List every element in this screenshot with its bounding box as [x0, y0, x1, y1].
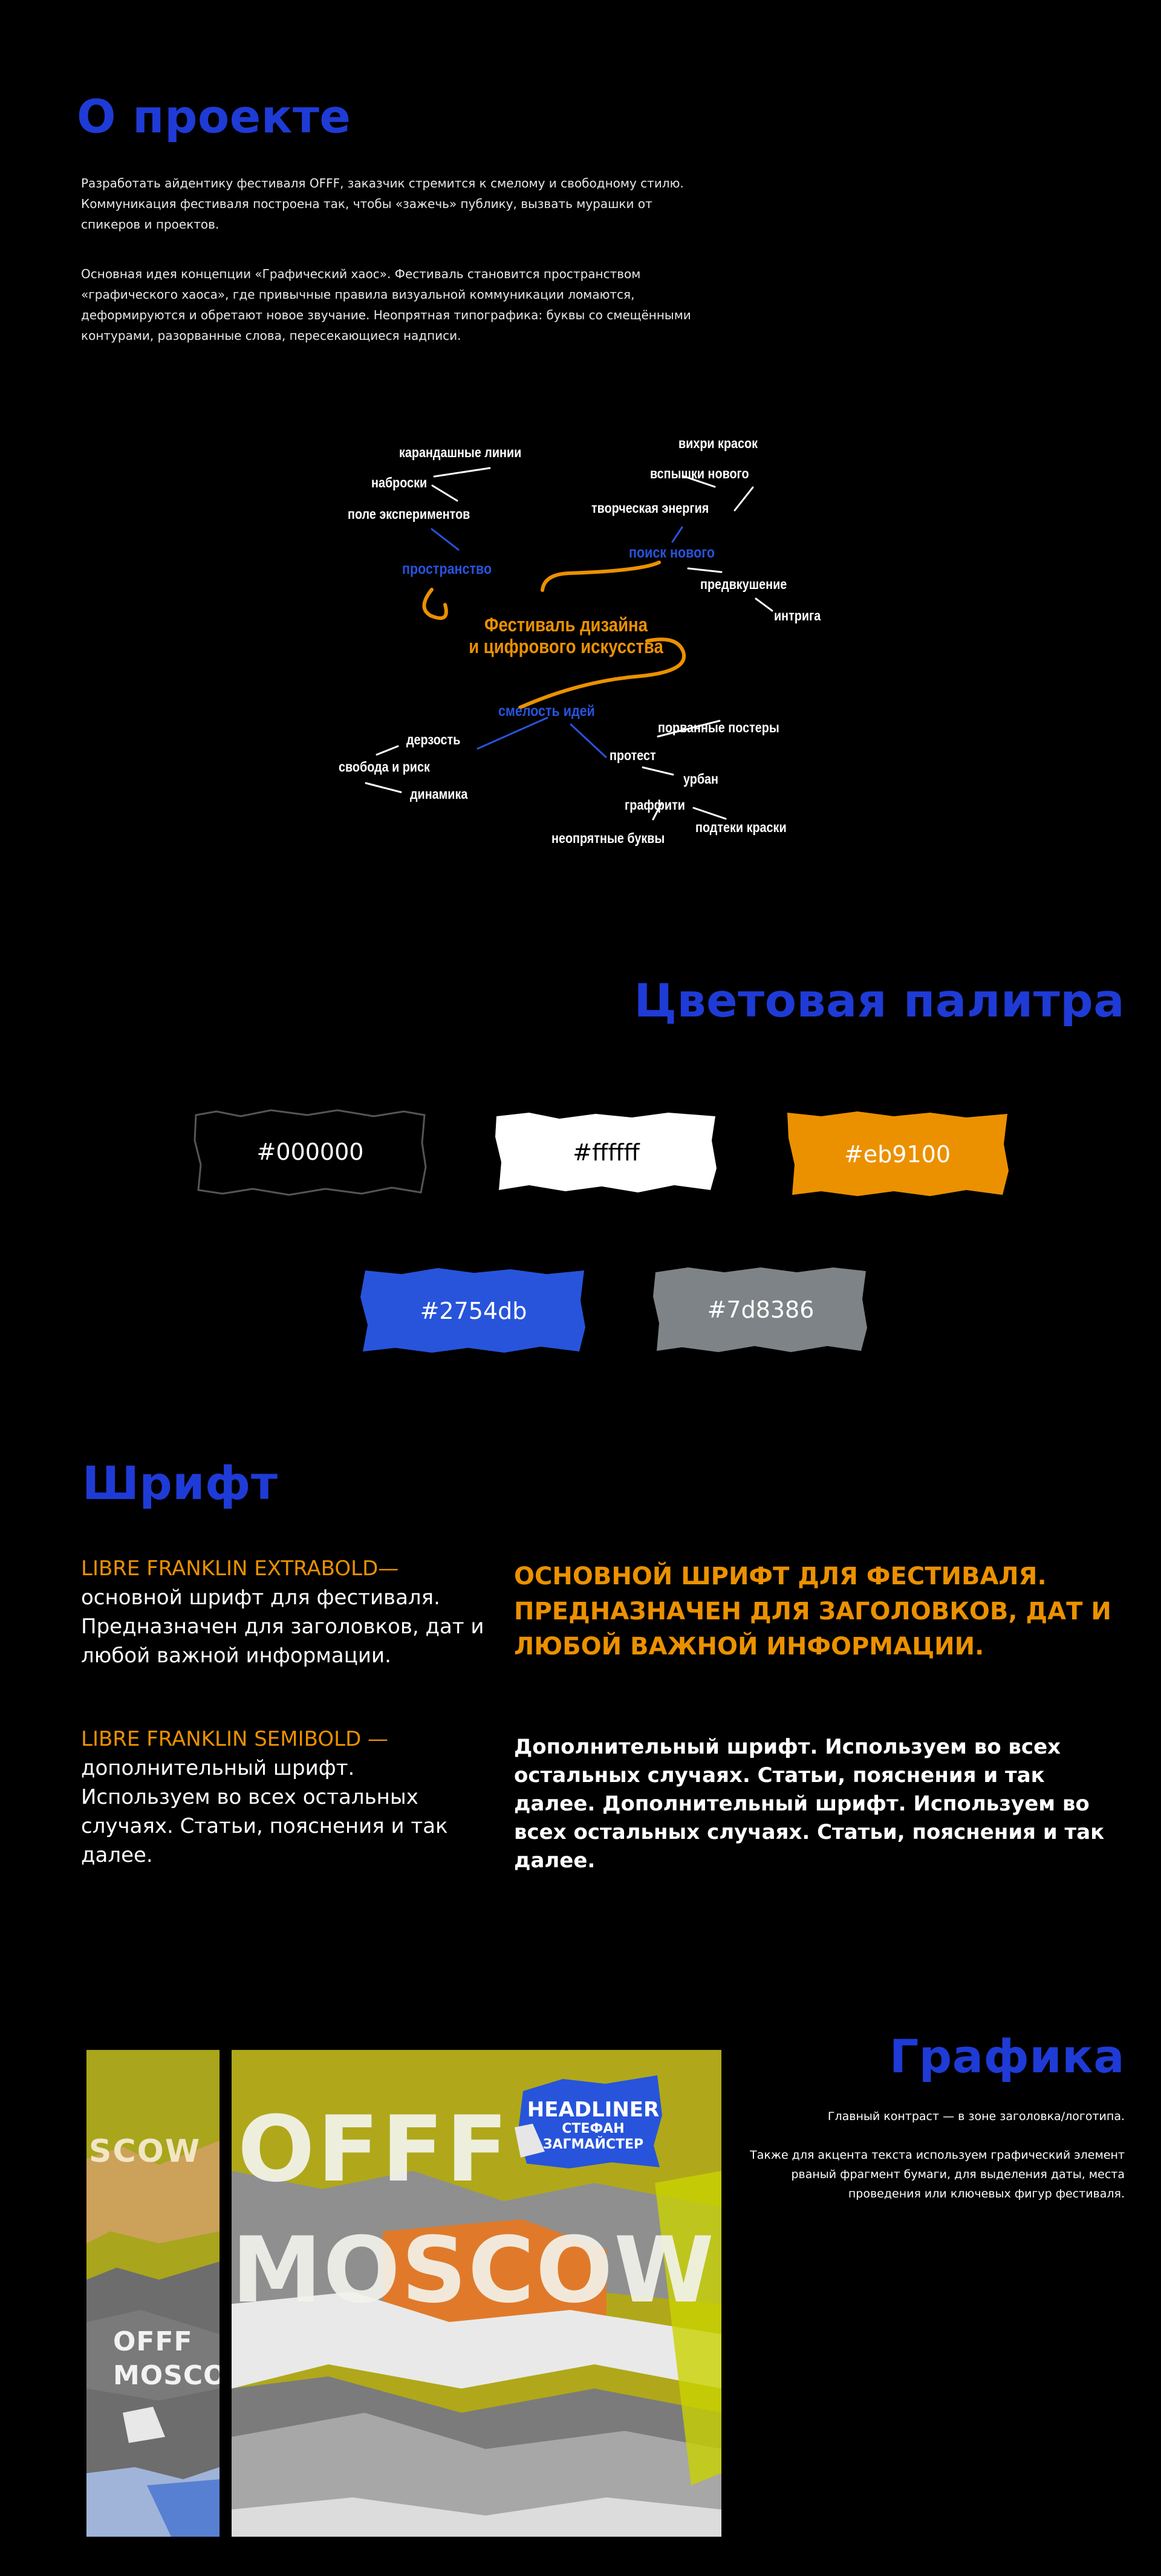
mindmap-connectors: [365, 467, 773, 821]
mindmap-word-field: поле экспериментов: [348, 506, 470, 522]
torn-paper-orange: [787, 1111, 1009, 1196]
poster-narrow-logo: OFFF MOSCO: [113, 2325, 220, 2393]
headliner-sticker-text: HEADLINER СТЕФАН ЗАГМАЙСТЕР: [527, 2098, 660, 2153]
mindmap-word-anticipation: предвкушение: [700, 576, 787, 592]
mindmap-word-swirls: вихри красок: [678, 435, 758, 451]
poster-narrow-collage: [86, 2050, 220, 2537]
about-title: О проекте: [77, 89, 351, 143]
poster-main-moscow: MOSCOW: [232, 2218, 715, 2323]
font-semibold-desc: дополнительный шрифт. Используем во всех…: [81, 1756, 448, 1867]
headliner-sticker-paper: [515, 2075, 662, 2168]
about-paragraph-1: Разработать айдентику фестиваля OFFF, за…: [81, 176, 684, 232]
torn-paper-black: [194, 1109, 427, 1196]
poster-narrow-logo-line1: OFFF: [113, 2326, 193, 2357]
palette-title: Цветовая палитра: [634, 974, 1125, 1027]
swatch-label-black: #000000: [256, 1139, 364, 1165]
mindmap-word-creative: творческая энергия: [591, 500, 709, 516]
swatch-white: #ffffff: [493, 1110, 720, 1195]
poster-narrow-top-text: SCOW: [89, 2133, 201, 2170]
mindmap-hub-protest: протест: [610, 747, 656, 763]
swatch-label-orange: #eb9100: [844, 1140, 951, 1168]
swatch-label-white: #ffffff: [573, 1139, 640, 1166]
headliner-name-line1: СТЕФАН: [562, 2121, 625, 2136]
poster-narrow: SCOW OFFF MOSCO: [86, 2050, 220, 2537]
mindmap-word-dynamics: динамика: [410, 786, 468, 802]
swatch-orange: #eb9100: [785, 1110, 1010, 1198]
swatch-label-gray: #7d8386: [707, 1296, 815, 1323]
torn-paper-white: [495, 1113, 717, 1192]
mindmap-word-urban: урбан: [683, 771, 718, 787]
mindmap-word-drips: подтеки краски: [695, 819, 787, 835]
mindmap-word-flashes: вспышки нового: [650, 466, 749, 481]
font-extrabold-description: LIBRE FRANKLIN EXTRABOLD— основной шрифт…: [81, 1554, 498, 1670]
font-extrabold-name: LIBRE FRANKLIN EXTRABOLD—: [81, 1556, 399, 1581]
mindmap-hub-space: пространство: [402, 561, 492, 577]
torn-paper-blue: [360, 1268, 585, 1353]
poster-main: OFFF MOSCOW HEADLINER СТЕФАН ЗАГМАЙСТЕР: [232, 2050, 721, 2537]
poster-main-offf: OFFF: [238, 2097, 510, 2202]
font-semibold-sample: Дополнительный шрифт. Используем во всех…: [514, 1735, 1105, 1873]
headliner-sticker: HEADLINER СТЕФАН ЗАГМАЙСТЕР: [515, 2073, 666, 2170]
graphics-paragraph-2: Также для акцента текста используем граф…: [750, 2148, 1125, 2200]
font-semibold-description: LIBRE FRANKLIN SEMIBOLD — дополнительный…: [81, 1725, 480, 1870]
mindmap-hub-search: поиск нового: [629, 544, 715, 561]
about-paragraph-2: Основная идея концепции «Графический хао…: [81, 267, 691, 343]
fonts-title: Шрифт: [82, 1456, 278, 1510]
poster-narrow-logo-line2: MOSCO: [113, 2360, 220, 2391]
swatch-blue: #2754db: [359, 1267, 588, 1355]
mindmap-hub-courage: смелость идей: [498, 703, 595, 720]
font-semibold-name: LIBRE FRANKLIN SEMIBOLD —: [81, 1727, 389, 1751]
swatch-gray: #7d8386: [652, 1265, 870, 1355]
mindmap-word-torn: порванные постеры: [658, 720, 779, 735]
mindmap-word-freedom: свобода и риск: [339, 759, 430, 775]
swatch-label-blue: #2754db: [420, 1298, 527, 1324]
graphics-paragraph-1: Главный контраст — в зоне заголовка/лого…: [827, 2110, 1125, 2123]
mindmap-center-line2: и цифрового искусства: [469, 636, 663, 657]
mindmap-word-intrigue: интрига: [774, 608, 821, 623]
headliner-name-line2: ЗАГМАЙСТЕР: [542, 2137, 644, 2152]
torn-paper-gray: [653, 1267, 867, 1352]
mindmap-word-audacity: дерзость: [406, 732, 461, 747]
mindmap-center-line1: Фестиваль дизайна: [484, 614, 648, 636]
mindmap-word-pencil: карандашные линии: [399, 444, 522, 460]
swatch-black: #000000: [192, 1107, 428, 1197]
mindmap-word-sketches: наброски: [371, 475, 428, 490]
mindmap-center: Фестиваль дизайна и цифрового искусства: [452, 614, 680, 657]
mindmap-word-messy: неопрятные буквы: [551, 830, 665, 846]
mindmap-word-graffiti: граффити: [625, 797, 685, 813]
font-extrabold-sample: Основной шрифт для фестиваля. Предназнач…: [514, 1563, 1111, 1660]
headliner-label: HEADLINER: [527, 2098, 660, 2122]
graphics-title: Графика: [889, 2029, 1125, 2083]
font-extrabold-desc: основной шрифт для фестиваля. Предназнач…: [81, 1586, 484, 1668]
